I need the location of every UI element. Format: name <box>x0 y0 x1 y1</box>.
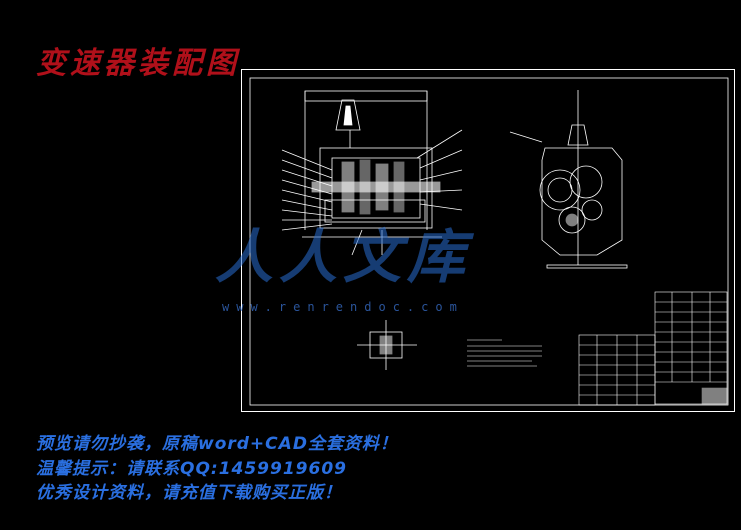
side-view <box>509 90 628 269</box>
watermark-url: www.renrendoc.com <box>222 300 464 314</box>
detail-view <box>357 320 417 370</box>
cad-drawing-sheet <box>241 69 735 412</box>
main-section-view <box>281 90 463 256</box>
inner-frame <box>249 77 729 406</box>
technical-notes <box>467 339 542 367</box>
assembly-drawing <box>249 77 729 406</box>
note-line-2: 温馨提示：请联系QQ:1459919609 <box>36 459 347 479</box>
note-line-3: 优秀设计资料，请充值下载购买正版！ <box>36 483 342 503</box>
title-block <box>578 291 728 406</box>
watermark-brand: 人人文库 <box>215 223 472 291</box>
note-line-1: 预览请勿抄袭，原稿word+CAD全套资料！ <box>36 434 398 454</box>
drawing-title: 变速器装配图 <box>36 46 240 81</box>
